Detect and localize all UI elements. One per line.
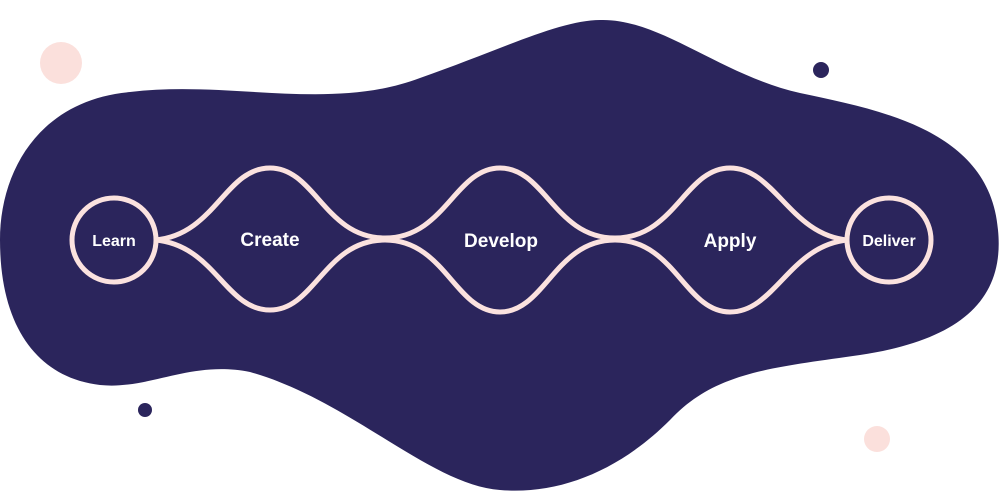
flow-path-bottom — [152, 237, 851, 315]
decor-dot-light-top-left — [40, 42, 82, 84]
decor-dot-dark-bottom-left — [138, 403, 152, 417]
end-node-label: Deliver — [862, 233, 915, 250]
stage-label-create: Create — [240, 230, 299, 251]
stage-label-apply: Apply — [704, 231, 757, 252]
stage-label-develop: Develop — [464, 231, 538, 252]
start-node-label: Learn — [92, 233, 136, 250]
start-node-circle — [69, 195, 159, 285]
flow-path-top — [152, 165, 851, 243]
decor-dot-dark-top-right — [813, 62, 829, 78]
decor-dot-light-bottom-right — [864, 426, 890, 452]
background-blob — [0, 19, 999, 491]
end-node-circle — [844, 195, 934, 285]
